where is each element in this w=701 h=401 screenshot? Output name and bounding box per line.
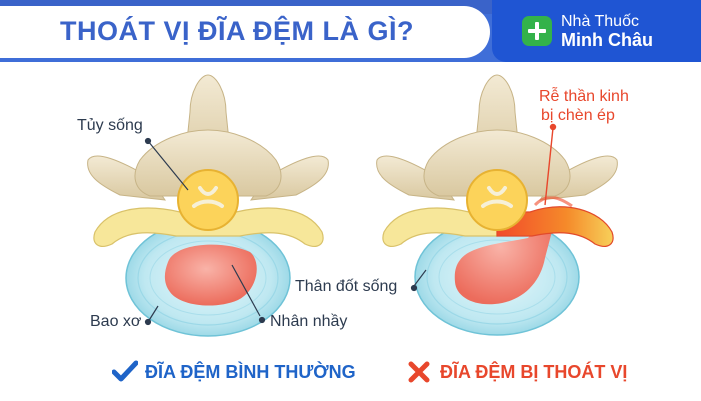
cross-x-icon <box>408 361 430 383</box>
compressed-nerve-root <box>496 206 614 247</box>
check-icon <box>112 360 138 382</box>
label-nerve-root-line1: Rễ thần kinh <box>539 88 629 105</box>
normal-spine-group <box>87 74 329 337</box>
label-annulus: Bao xơ <box>90 313 142 330</box>
herniated-nucleus <box>454 208 557 305</box>
legend-normal: ĐĨA ĐỆM BÌNH THƯỜNG <box>145 362 356 382</box>
brand-name-line2: Minh Châu <box>561 30 653 50</box>
plus-cross-icon <box>522 16 552 46</box>
label-nucleus: Nhân nhầy <box>270 313 348 330</box>
leader-lines <box>144 137 427 326</box>
brand-name-line1: Nhà Thuốc <box>561 13 639 30</box>
label-vertebral-body: Thân đốt sống <box>295 278 398 295</box>
label-spinal-cord: Tủy sống <box>77 117 143 134</box>
herniated-spine-group <box>376 74 618 336</box>
normal-nucleus <box>164 244 257 306</box>
title-pill <box>0 6 490 58</box>
page-title: THOÁT VỊ ĐĨA ĐỆM LÀ GÌ? <box>60 16 414 46</box>
label-nerve-root-line2: bị chèn ép <box>541 107 615 124</box>
legend-herniated: ĐĨA ĐỆM BỊ THOÁT VỊ <box>440 362 628 382</box>
